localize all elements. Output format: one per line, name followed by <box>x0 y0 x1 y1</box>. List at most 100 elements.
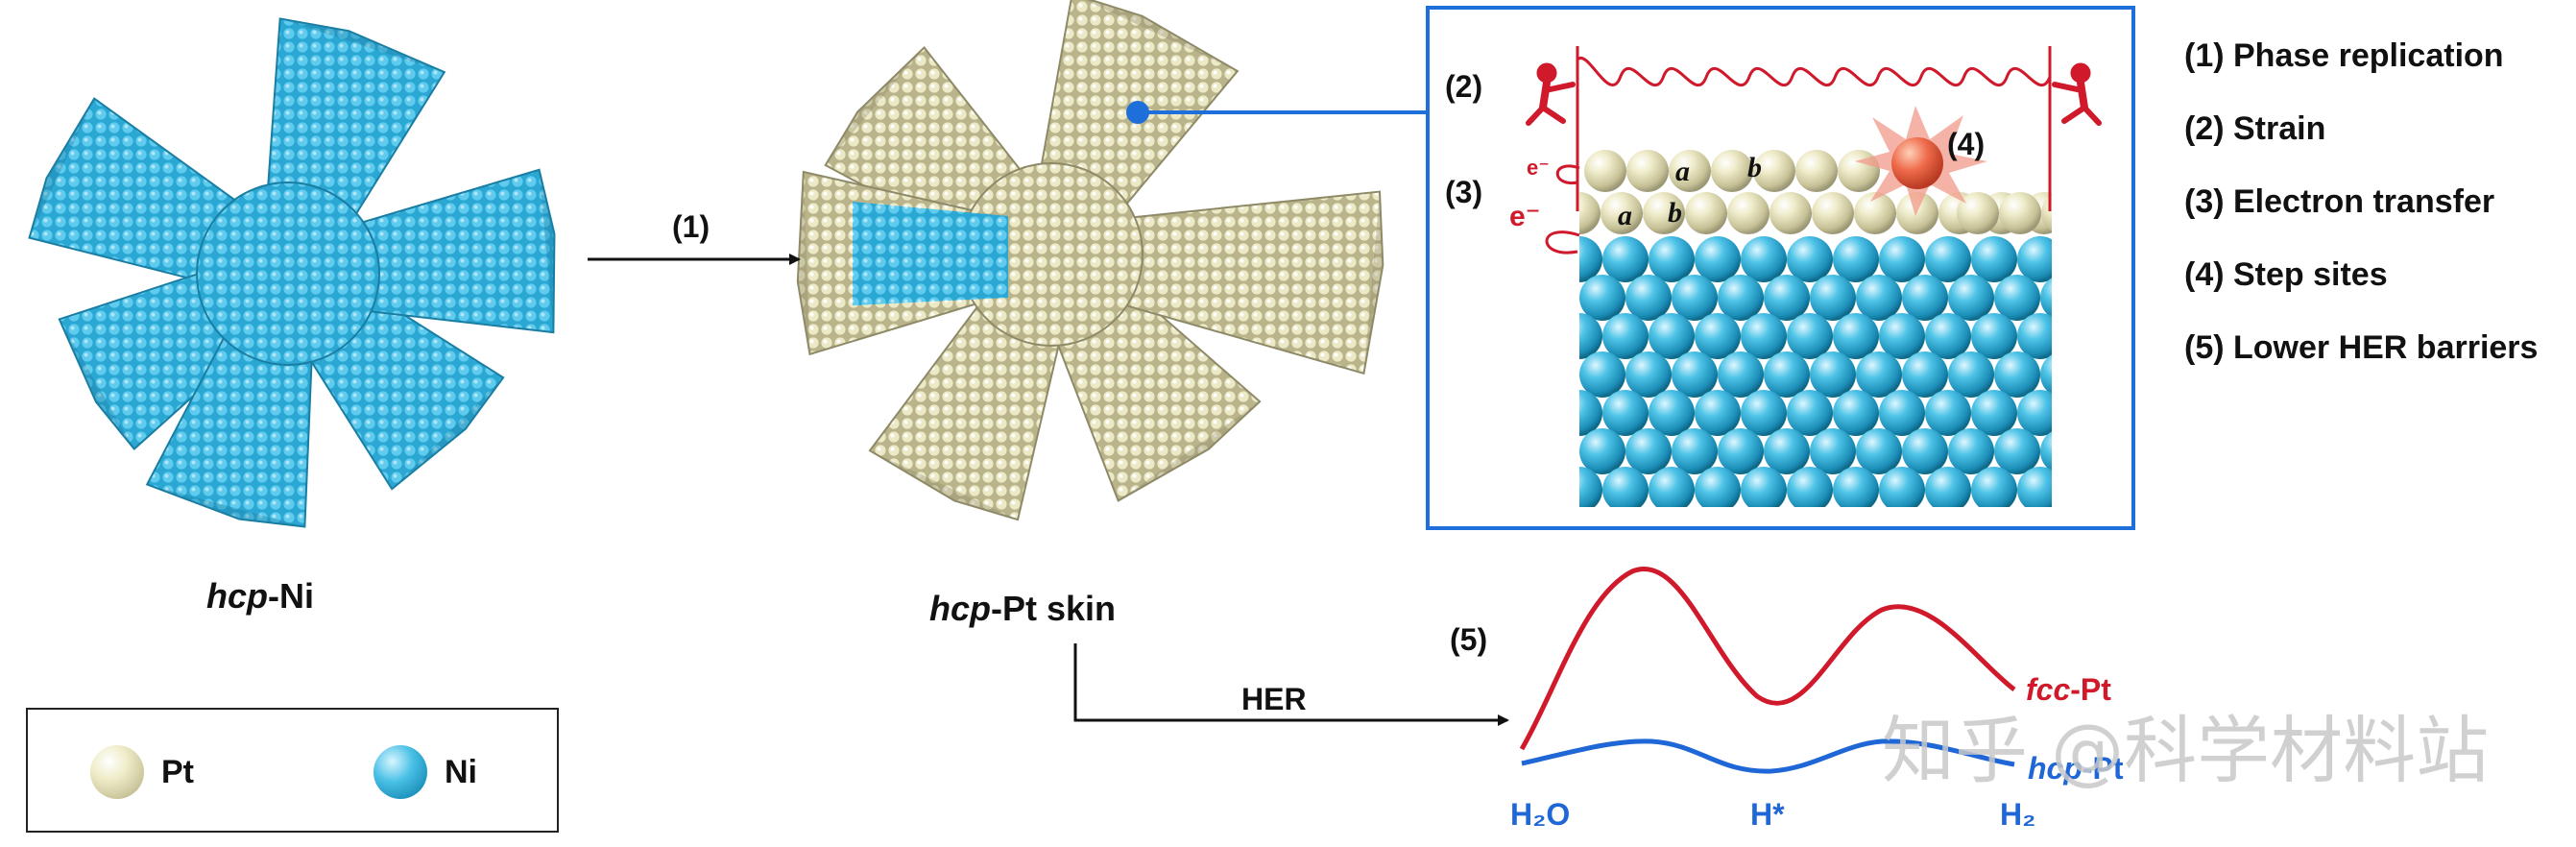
ni-atom <box>1833 236 1879 282</box>
ni-atom <box>1902 351 1948 398</box>
ni-atom <box>1741 390 1787 436</box>
ni-atom <box>1925 467 1971 507</box>
energy-profile <box>1519 567 2016 774</box>
energy-x-label-hstar: H* <box>1750 797 1785 832</box>
hcp-ni-nanostructure <box>28 17 556 528</box>
mechanism-legend-list: (1) Phase replication (2) Strain (3) Ele… <box>2184 19 2538 384</box>
pt-atom <box>1753 150 1795 192</box>
ni-atom <box>1948 428 1994 474</box>
ni-atom <box>1672 275 1718 321</box>
ni-atom <box>1971 467 2017 507</box>
ni-atom <box>1695 236 1741 282</box>
inset-label-2: (2) <box>1445 69 1483 104</box>
pt-atom <box>1896 192 1938 234</box>
inset-atom-layers <box>1579 150 2052 507</box>
inset-label-4: (4) <box>1947 127 1986 161</box>
legend-item-step-sites: (4) Step sites <box>2184 256 2388 293</box>
ni-atom <box>1856 428 1902 474</box>
key-label-pt: Pt <box>161 753 194 790</box>
ni-atom <box>1810 351 1856 398</box>
fcc-pt-label: fcc-Pt <box>2026 672 2111 708</box>
ni-atom <box>1625 275 1672 321</box>
fcc-pt-label-rest: -Pt <box>2070 672 2111 707</box>
ni-atom <box>1602 467 1649 507</box>
hcp-pt-skin-label-italic: hcp <box>929 589 992 628</box>
legend-item-lower-her-barriers: (5) Lower HER barriers <box>2184 329 2539 366</box>
ni-atom <box>1579 351 1625 398</box>
ni-atom <box>1833 390 1879 436</box>
ni-atom <box>1902 428 1948 474</box>
pt-atom <box>1579 192 1601 234</box>
hcp-pt-energy-label-rest: -Pt <box>2082 751 2124 786</box>
hcp-ni-label-rest: -Ni <box>268 576 315 616</box>
ni-atom <box>1787 236 1833 282</box>
pt-atom <box>1727 192 1769 234</box>
ni-atom <box>1579 390 1602 436</box>
legend-item-strain: (2) Strain <box>2184 110 2326 147</box>
ni-atom <box>1764 351 1810 398</box>
pt-atom-step <box>1957 192 1999 234</box>
ni-arm-facet <box>279 18 445 73</box>
watermark: 知乎 @科学材料站 <box>1882 708 2490 793</box>
ni-atom <box>1579 428 1625 474</box>
ni-atom <box>1718 351 1764 398</box>
pt-atom <box>1643 192 1685 234</box>
legend-item-phase-replication: (1) Phase replication <box>2184 37 2504 74</box>
ni-atom <box>1879 313 1925 359</box>
ni-atom <box>1718 428 1764 474</box>
inset-label-3: (3) <box>1445 175 1483 209</box>
ni-atom <box>1649 236 1695 282</box>
her-arrow-label: HER <box>1241 682 1307 716</box>
ni-atom <box>1833 313 1879 359</box>
ni-atom <box>1579 467 1602 507</box>
ni-atom <box>1579 313 1602 359</box>
ni-core <box>196 182 380 366</box>
exposed-ni-core <box>853 202 1008 305</box>
pt-atom <box>1854 192 1896 234</box>
ni-arm-facet <box>147 484 305 527</box>
ni-atom <box>2017 313 2052 359</box>
pt-atom <box>1584 150 1626 192</box>
ni-atom <box>1764 428 1810 474</box>
pt-atom <box>1795 150 1838 192</box>
ni-atom <box>1741 467 1787 507</box>
energy-x-label-h2o: H₂O <box>1510 797 1571 832</box>
pt-atom <box>1685 192 1727 234</box>
ni-atom <box>1810 275 1856 321</box>
hcp-pt-energy-curve <box>1521 738 2015 774</box>
hcp-ni-label-italic: hcp <box>206 576 269 616</box>
ni-atom <box>1695 390 1741 436</box>
ni-atom <box>2040 278 2052 318</box>
hcp-pt-energy-label: hcp-Pt <box>2028 751 2124 786</box>
pt-atom <box>1601 192 1643 234</box>
ni-atom <box>1994 275 2040 321</box>
ni-atom <box>1787 390 1833 436</box>
pt-arm-facet <box>1363 191 1384 374</box>
atom-key-box: Pt Ni <box>26 708 559 833</box>
ni-atom <box>1810 428 1856 474</box>
electron-transfer-arrow-large <box>1545 230 1580 254</box>
energy-label-5: (5) <box>1450 622 1488 657</box>
pt-atom <box>1626 150 1669 192</box>
pt-atom <box>1838 150 1880 192</box>
key-item-pt: Pt <box>90 710 194 835</box>
pt-arm-facet <box>825 47 925 166</box>
ni-atom <box>1672 428 1718 474</box>
energy-x-label-h2: H₂ <box>2000 797 2036 832</box>
pt-atom <box>1769 192 1812 234</box>
ni-atom <box>1879 236 1925 282</box>
strain-spring <box>1576 56 2052 86</box>
ni-atom <box>1649 313 1695 359</box>
ni-atom <box>1856 275 1902 321</box>
pt-arm-facet <box>1118 401 1261 501</box>
ni-atom <box>1718 275 1764 321</box>
pt-arm-facet <box>869 450 1019 520</box>
stack-letter-a1: a <box>1675 156 1690 187</box>
ni-atom <box>1925 390 1971 436</box>
ni-atom <box>1971 236 2017 282</box>
ni-atom-icon <box>373 745 427 799</box>
hcp-pt-skin-label: hcp-Pt skin <box>929 589 1116 629</box>
ni-arms <box>28 17 556 528</box>
electron-transfer-arrow-small <box>1555 164 1580 185</box>
fcc-pt-label-italic: fcc <box>2026 672 2071 707</box>
